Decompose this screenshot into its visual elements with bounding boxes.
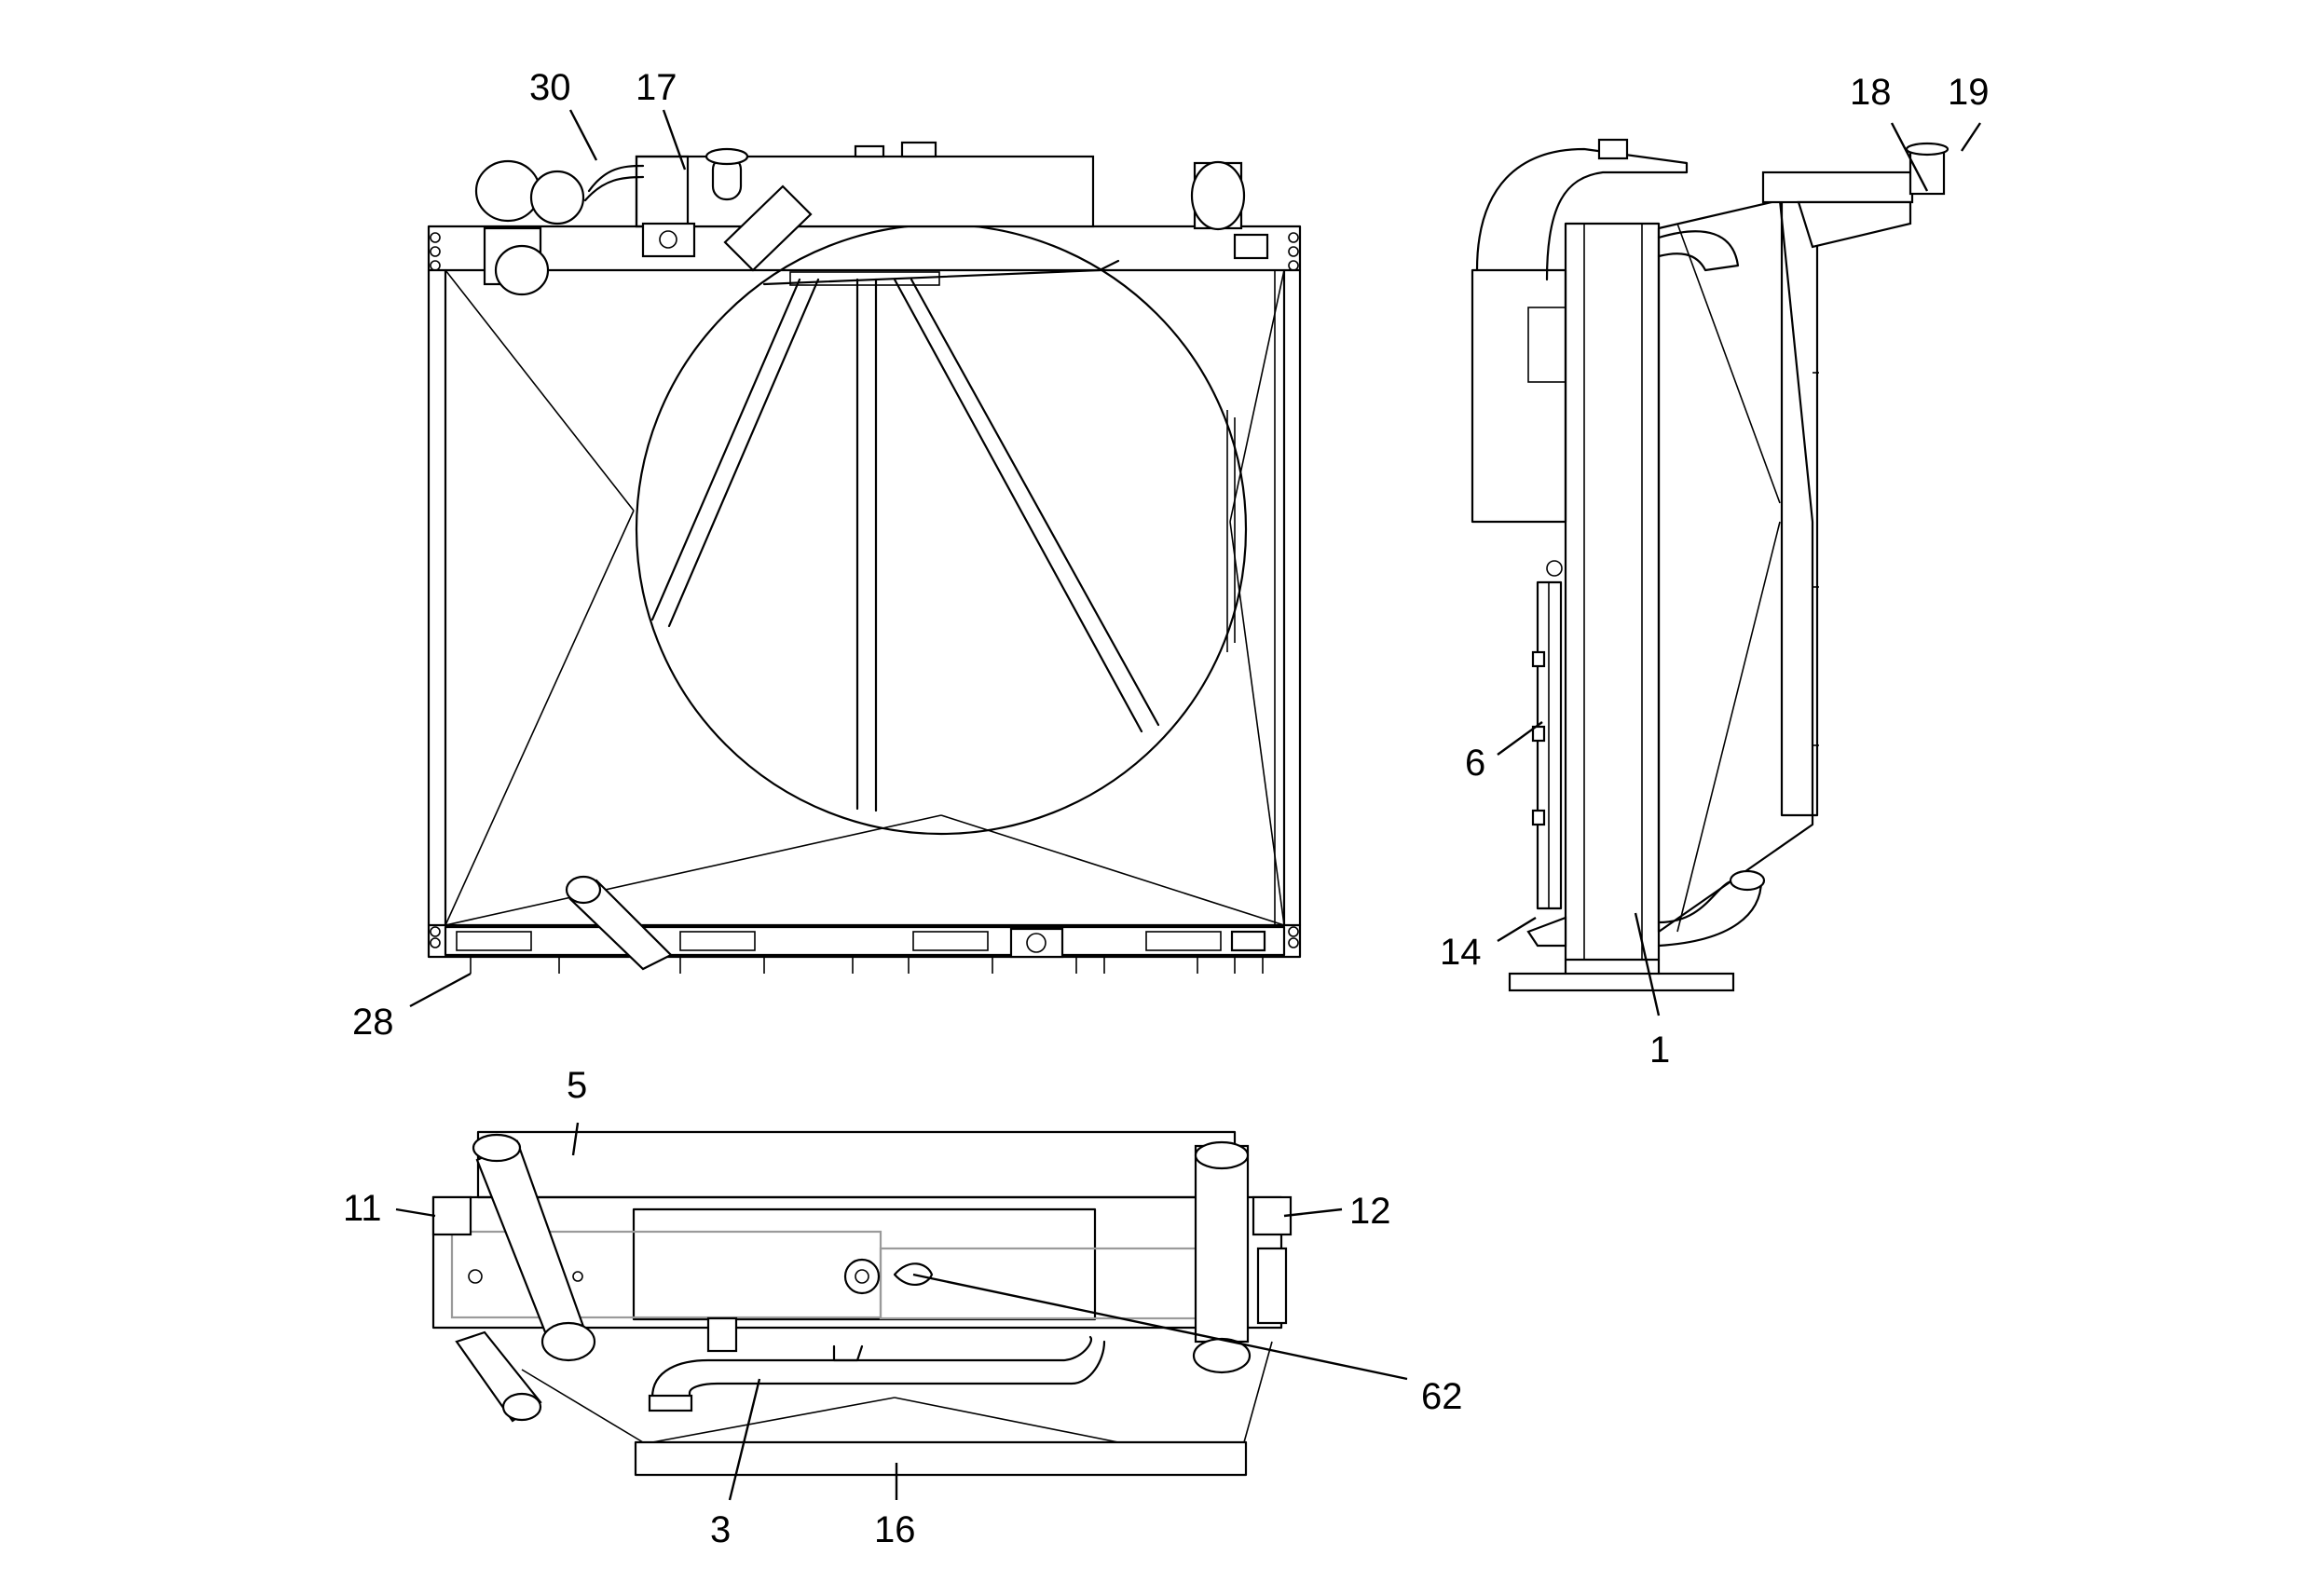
side-view bbox=[1471, 138, 1949, 992]
top-view bbox=[431, 1130, 1293, 1477]
callout-3: 3 bbox=[710, 1509, 731, 1550]
callout-6: 6 bbox=[1465, 743, 1485, 784]
callout-16: 16 bbox=[874, 1509, 916, 1550]
front-view bbox=[427, 141, 1302, 974]
callout-28: 28 bbox=[352, 1002, 394, 1043]
callout-11: 11 bbox=[343, 1188, 382, 1229]
frame-bolt-holes bbox=[430, 232, 1299, 948]
callout-62: 62 bbox=[1421, 1376, 1463, 1417]
leader-lines bbox=[395, 109, 1981, 1501]
callout-labels: 30 17 18 19 6 14 1 28 5 11 12 62 3 16 bbox=[343, 67, 1990, 1550]
callout-1: 1 bbox=[1649, 1030, 1670, 1071]
callout-30: 30 bbox=[529, 67, 571, 108]
callout-12: 12 bbox=[1349, 1191, 1391, 1232]
callout-14: 14 bbox=[1440, 932, 1482, 973]
callout-18: 18 bbox=[1850, 72, 1892, 113]
callout-17: 17 bbox=[636, 67, 677, 108]
callout-19: 19 bbox=[1948, 72, 1990, 113]
bottom-studs bbox=[470, 957, 1264, 974]
callout-5: 5 bbox=[567, 1065, 587, 1106]
